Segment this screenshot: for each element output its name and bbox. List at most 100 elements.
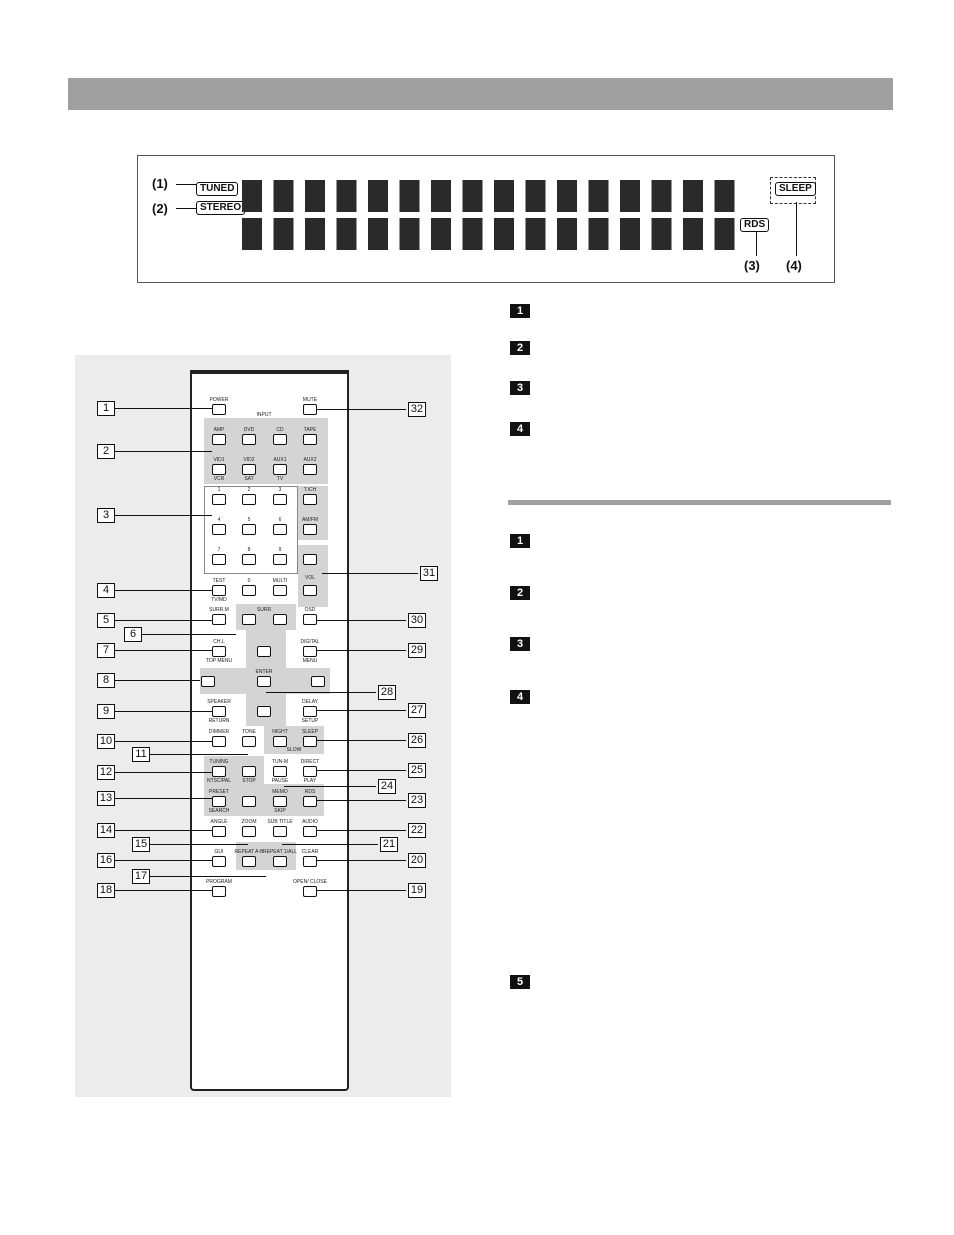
remote-button-k6[interactable] <box>273 524 287 535</box>
remote-button-enter[interactable] <box>257 676 271 687</box>
remote-button-surrdn[interactable] <box>242 614 256 625</box>
remote-button-k3[interactable] <box>273 494 287 505</box>
remote-button-sleepb[interactable] <box>303 736 317 747</box>
display-label-4: (4) <box>786 258 802 273</box>
remote-button-vid1[interactable] <box>212 464 226 475</box>
display-character-cell <box>683 218 703 250</box>
remote-button-angle[interactable] <box>212 826 226 837</box>
callout-line <box>317 830 406 831</box>
callout-30: 30 <box>408 613 426 628</box>
remote-button-zoom[interactable] <box>242 826 256 837</box>
tuning-preset-group <box>204 756 264 816</box>
remote-button-cd[interactable] <box>273 434 287 445</box>
remote-button-surrm[interactable] <box>212 614 226 625</box>
display-label-3: (3) <box>744 258 760 273</box>
remote-button-k2[interactable] <box>242 494 256 505</box>
remote-button-k0[interactable] <box>242 585 256 596</box>
remote-button-delay[interactable] <box>303 706 317 717</box>
remote-button-openclose[interactable] <box>303 886 317 897</box>
remote-button-left[interactable] <box>201 676 215 687</box>
remote-button-amfm[interactable] <box>303 524 317 535</box>
remote-label-k6: 6 <box>278 517 282 523</box>
callout-23: 23 <box>408 793 426 808</box>
callout-line <box>115 711 212 712</box>
remote-button-program[interactable] <box>212 886 226 897</box>
remote-button-down[interactable] <box>257 706 271 717</box>
remote-button-rew[interactable] <box>212 796 226 807</box>
remote-button-dimmer[interactable] <box>212 736 226 747</box>
remote-label-audio: AUDIO <box>302 819 318 825</box>
remote-label-rds: RDS <box>304 789 316 795</box>
remote-button-night[interactable] <box>273 736 287 747</box>
remote-button-aux2[interactable] <box>303 464 317 475</box>
remote-button-surrup[interactable] <box>273 614 287 625</box>
remote-button-mute[interactable] <box>303 404 317 415</box>
remote-button-k9[interactable] <box>273 554 287 565</box>
callout-4: 4 <box>97 583 115 598</box>
tuned-indicator: TUNED <box>196 182 239 196</box>
remote-button-digital[interactable] <box>303 646 317 657</box>
remote-label-input_label: INPUT <box>256 412 272 418</box>
marker-b4: 4 <box>510 690 530 704</box>
display-character-cell <box>305 218 325 250</box>
display-character-cell <box>273 180 294 212</box>
callout-line <box>317 800 406 801</box>
remote-label-vol: VOL <box>304 575 315 581</box>
remote-button-tunm[interactable] <box>273 766 287 777</box>
remote-button-speaker[interactable] <box>212 706 226 717</box>
callout-26: 26 <box>408 733 426 748</box>
callout-line <box>115 741 212 742</box>
marker-b1: 1 <box>510 534 530 548</box>
remote-button-k1[interactable] <box>212 494 226 505</box>
remote-button-tape[interactable] <box>303 434 317 445</box>
remote-button-ffw[interactable] <box>242 796 256 807</box>
remote-button-test[interactable] <box>212 585 226 596</box>
callout-15: 15 <box>132 837 150 852</box>
dot-matrix-svg <box>242 180 735 250</box>
remote-button-right[interactable] <box>311 676 325 687</box>
remote-label-angle: ANGLE <box>210 819 228 825</box>
remote-button-up[interactable] <box>257 646 271 657</box>
remote-button-multi[interactable] <box>273 585 287 596</box>
remote-label-aux1: AUX1 <box>273 457 287 463</box>
remote-button-rep1[interactable] <box>273 856 287 867</box>
remote-button-tone[interactable] <box>242 736 256 747</box>
remote-button-memo[interactable] <box>273 796 287 807</box>
remote-label-k3: 3 <box>278 487 282 493</box>
marker-b5: 5 <box>510 975 530 989</box>
remote-button-tunrec[interactable] <box>212 766 226 777</box>
remote-button-vid2[interactable] <box>242 464 256 475</box>
remote-button-audio[interactable] <box>303 826 317 837</box>
remote-button-rdsb[interactable] <box>303 796 317 807</box>
remote-button-direct[interactable] <box>303 766 317 777</box>
remote-button-gui[interactable] <box>212 856 226 867</box>
remote-button-tch[interactable] <box>303 494 317 505</box>
remote-button-aux1[interactable] <box>273 464 287 475</box>
remote-button-power[interactable] <box>212 404 226 415</box>
callout-line <box>115 408 212 409</box>
remote-button-subtitle[interactable] <box>273 826 287 837</box>
callout-28: 28 <box>378 685 396 700</box>
remote-button-k4[interactable] <box>212 524 226 535</box>
remote-button-volup[interactable] <box>303 554 317 565</box>
remote-button-amp[interactable] <box>212 434 226 445</box>
remote-button-clear[interactable] <box>303 856 317 867</box>
remote-button-dvd[interactable] <box>242 434 256 445</box>
remote-label-k8: 8 <box>247 547 251 553</box>
callout-line <box>115 515 212 516</box>
remote-button-repab[interactable] <box>242 856 256 867</box>
remote-sublabel-search: SEARCH <box>208 808 230 814</box>
leader-line <box>756 232 757 256</box>
display-character-cell <box>620 218 640 250</box>
callout-22: 22 <box>408 823 426 838</box>
remote-button-voldn[interactable] <box>303 585 317 596</box>
remote-button-osd[interactable] <box>303 614 317 625</box>
remote-button-chl[interactable] <box>212 646 226 657</box>
remote-button-k7[interactable] <box>212 554 226 565</box>
remote-button-k8[interactable] <box>242 554 256 565</box>
callout-line <box>115 620 212 621</box>
remote-label-amfm: AM/FM <box>301 517 319 523</box>
front-display-diagram: (1) (2) TUNED STEREO RDS SLEEP (3) (4) <box>137 155 835 283</box>
remote-button-stop[interactable] <box>242 766 256 777</box>
remote-button-k5[interactable] <box>242 524 256 535</box>
